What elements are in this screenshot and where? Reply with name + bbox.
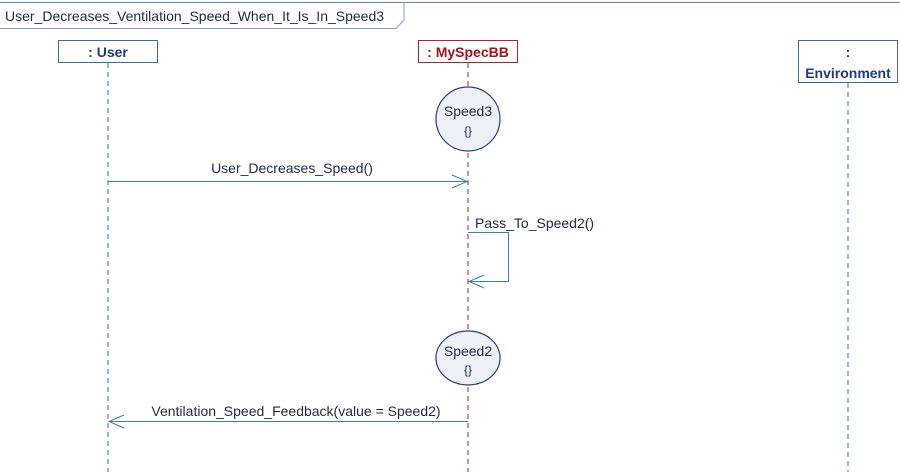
- lifeline-environment-label-name: Environment: [805, 65, 891, 81]
- lifeline-environment-head[interactable]: [798, 40, 898, 83]
- state-speed2-ellipse[interactable]: [435, 330, 501, 386]
- state-invariant-speed3[interactable]: Speed3 {}: [435, 86, 501, 152]
- message-pass-to-speed2-label: Pass_To_Speed2(): [475, 215, 594, 231]
- message-ventilation-speed-feedback[interactable]: Ventilation_Speed_Feedback(value = Speed…: [107, 403, 468, 429]
- message-ventilation-speed-feedback-arrowhead: [107, 414, 125, 429]
- frame-title[interactable]: User_Decreases_Ventilation_Speed_When_It…: [5, 8, 384, 24]
- state-speed2-body: {}: [464, 363, 472, 377]
- lifeline-myspecbb-head[interactable]: [418, 40, 518, 63]
- lifeline-environment[interactable]: : Environment: [798, 40, 898, 472]
- message-user-decreases-speed[interactable]: User_Decreases_Speed(): [108, 160, 469, 189]
- message-pass-to-speed2-line[interactable]: [468, 232, 509, 282]
- message-user-decreases-speed-arrowhead: [451, 174, 469, 189]
- lifeline-user-label: : User: [88, 44, 128, 60]
- state-speed3-name: Speed3: [444, 103, 492, 119]
- message-ventilation-speed-feedback-label: Ventilation_Speed_Feedback(value = Speed…: [151, 403, 440, 419]
- state-speed3-ellipse[interactable]: [435, 86, 501, 152]
- message-pass-to-speed2[interactable]: Pass_To_Speed2(): [467, 215, 594, 289]
- state-invariant-speed2[interactable]: Speed2 {}: [435, 330, 501, 386]
- lifeline-myspecbb[interactable]: : MySpecBB: [418, 40, 518, 472]
- lifeline-environment-label-colon: :: [846, 44, 851, 60]
- state-speed2-name: Speed2: [444, 343, 492, 359]
- frame-header: User_Decreases_Ventilation_Speed_When_It…: [0, 2, 900, 29]
- message-pass-to-speed2-arrowhead: [467, 274, 485, 289]
- lifeline-user[interactable]: : User: [58, 40, 158, 472]
- lifeline-myspecbb-label: : MySpecBB: [427, 44, 509, 60]
- message-user-decreases-speed-label: User_Decreases_Speed(): [211, 160, 373, 176]
- frame-tab-border: [0, 2, 405, 29]
- lifeline-user-head[interactable]: [58, 40, 158, 63]
- state-speed3-body: {}: [464, 124, 472, 138]
